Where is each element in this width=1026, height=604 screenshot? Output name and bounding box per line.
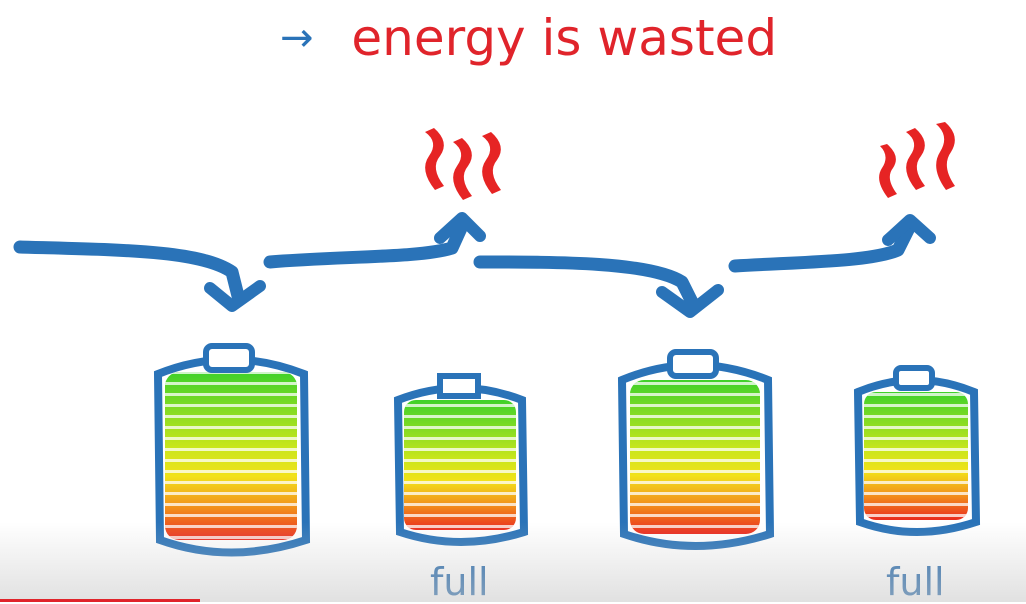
battery-icon (393, 373, 529, 546)
battery-label-full: full (430, 560, 489, 604)
flow-arrow-1 (13, 240, 245, 303)
heat-waves-icon (425, 128, 501, 200)
flow-arrow-2-head (434, 212, 486, 244)
flow-arrow-4 (728, 219, 917, 273)
caption: → energy is wasted (280, 8, 777, 68)
battery-icon (853, 365, 981, 536)
flow-arrow-1-head (204, 280, 266, 312)
battery-label-full: full (886, 560, 945, 604)
battery-icon (153, 343, 311, 557)
flow-arrow-3-head (656, 284, 724, 318)
flow-arrows (13, 212, 936, 318)
heat-waves-icon (879, 122, 955, 198)
flow-arrow-4-head (882, 214, 936, 246)
battery-icon (617, 349, 775, 550)
right-arrow-icon: → (280, 15, 314, 61)
caption-text: energy is wasted (351, 9, 778, 67)
flow-arrow-3 (473, 255, 699, 309)
flow-arrow-2 (263, 219, 469, 269)
video-progress-bar[interactable] (0, 599, 200, 602)
